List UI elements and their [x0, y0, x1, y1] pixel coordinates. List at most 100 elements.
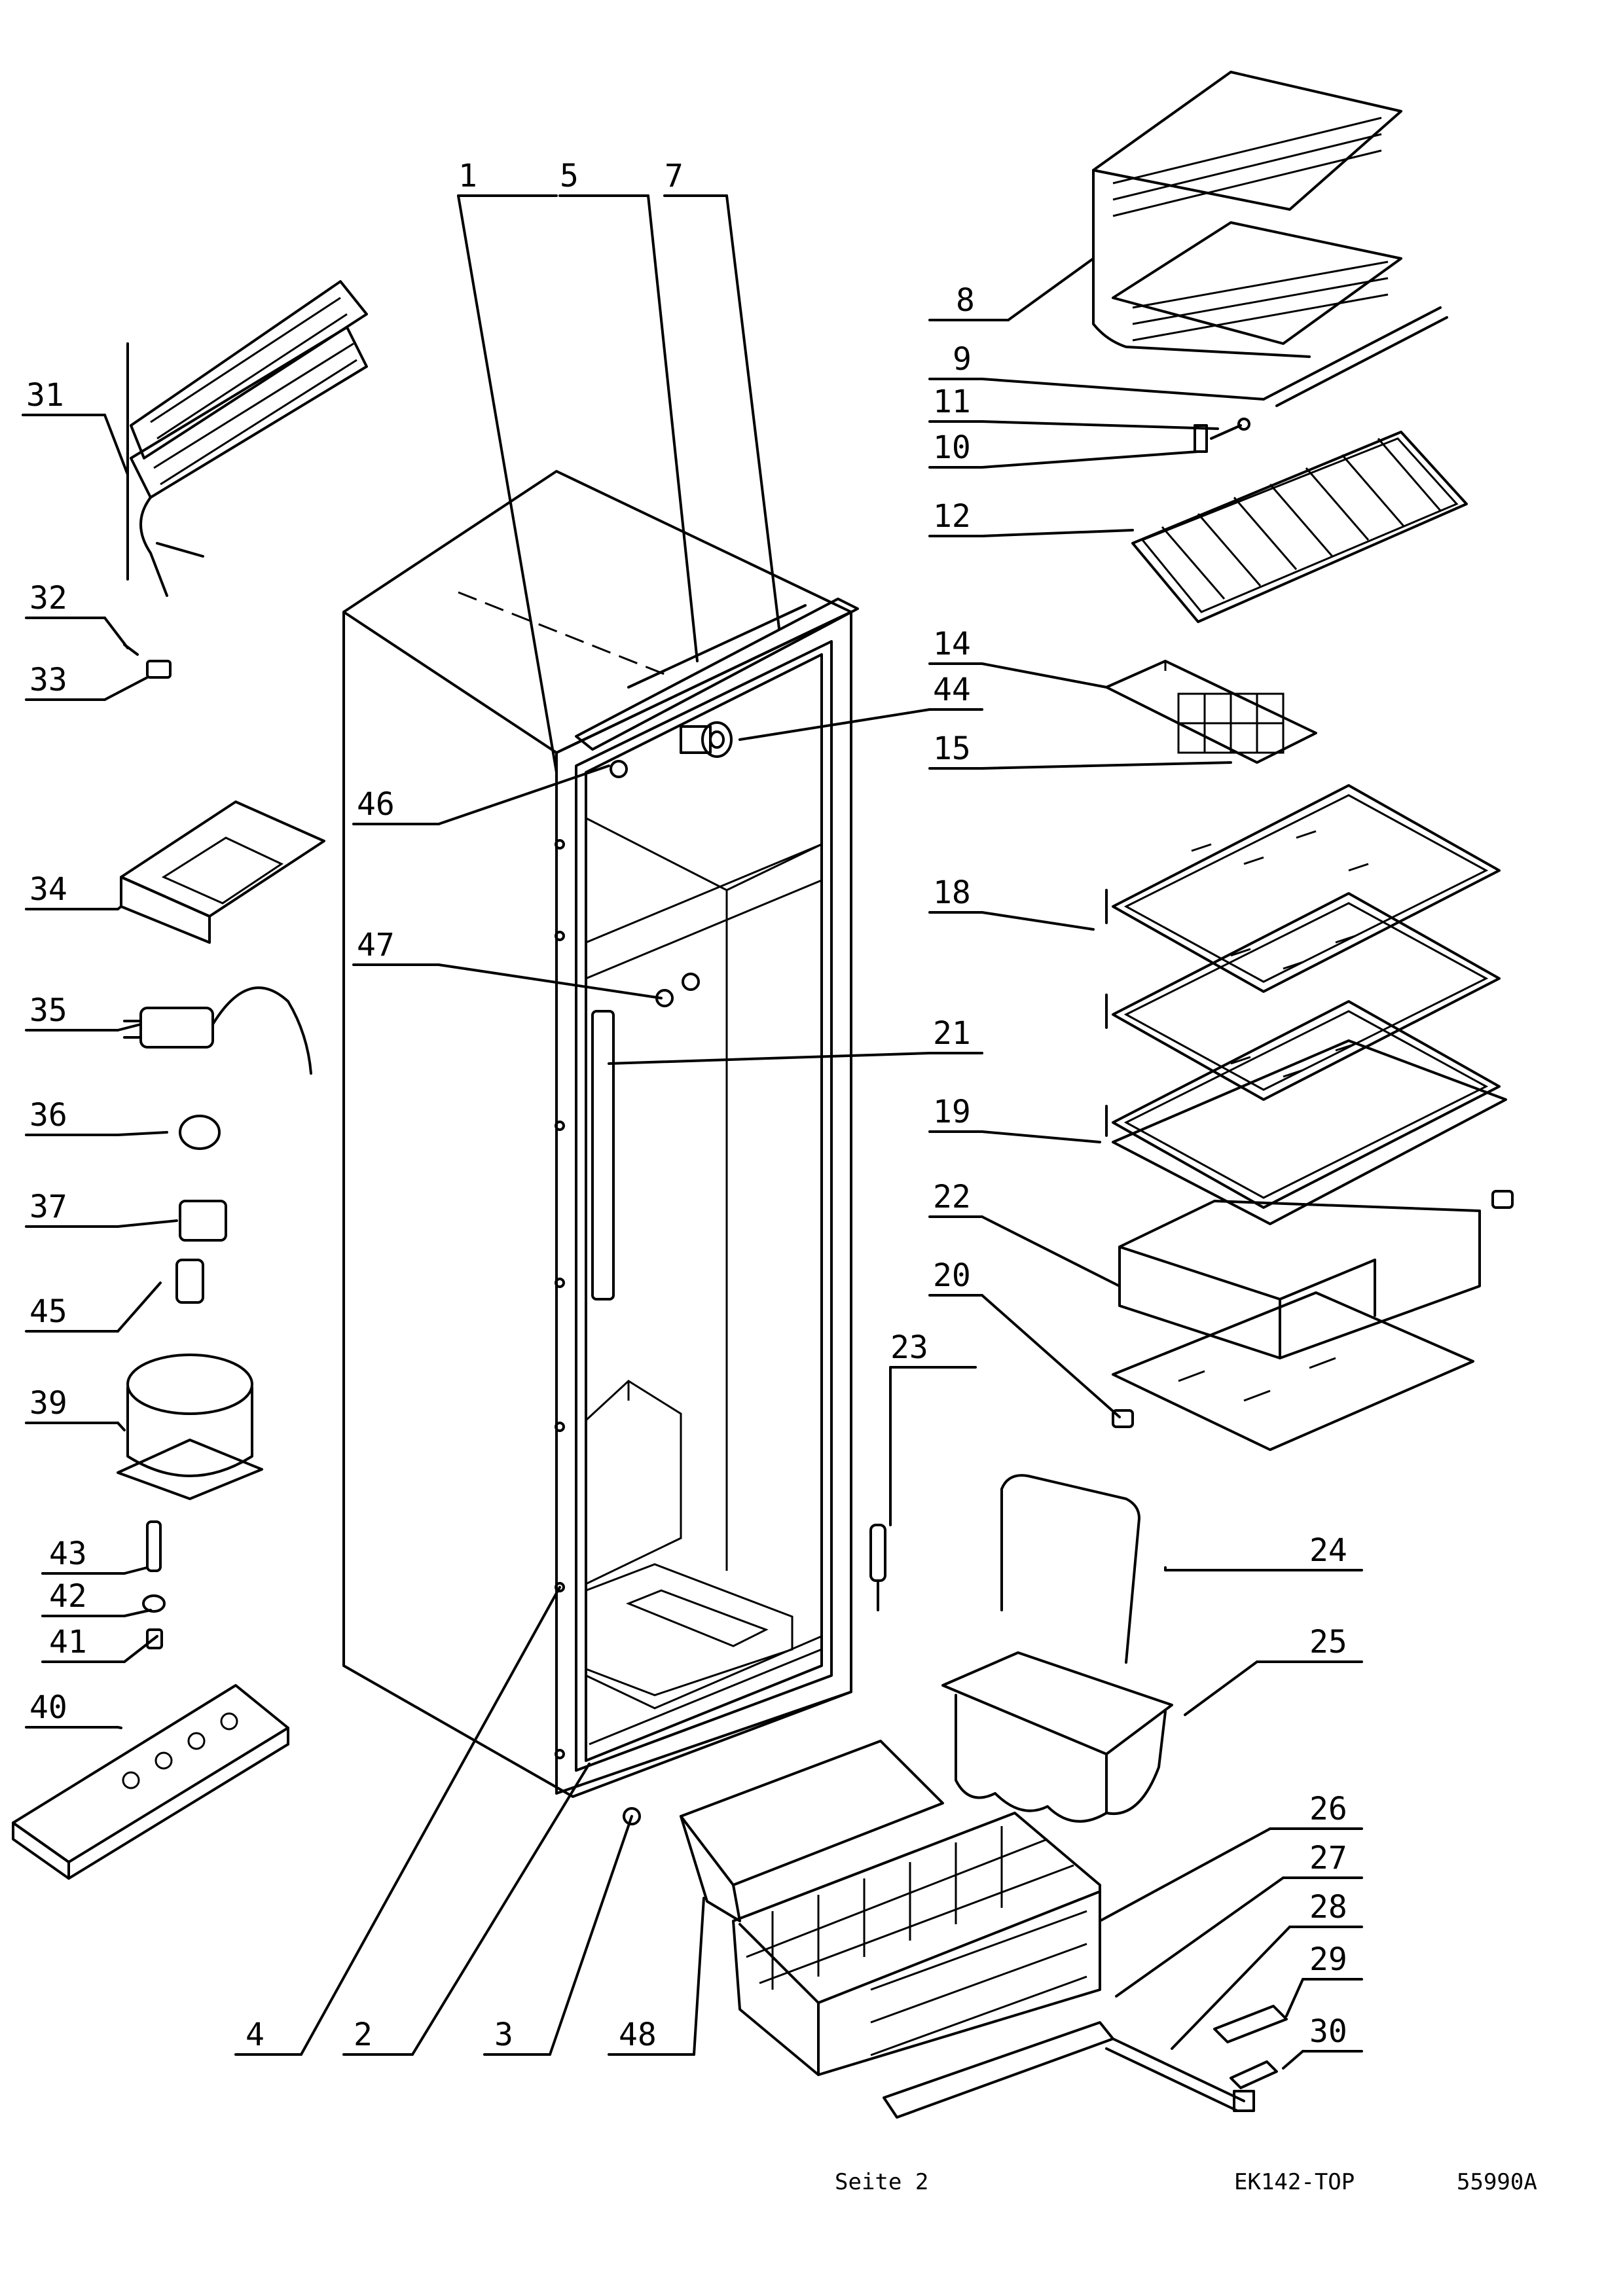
callout-leader-line: [123, 1635, 158, 1663]
callout-leader-line: [725, 194, 780, 630]
callout-14: 14: [928, 626, 1108, 689]
callout-number: 5: [560, 158, 579, 194]
callout-leader-line: [117, 1131, 168, 1136]
callout-leader-line: [981, 662, 1108, 689]
callout-leader-line: [693, 1897, 705, 2056]
ice-tray: [1105, 660, 1317, 764]
callout-leader-line: [739, 708, 931, 741]
callout-leader-line: [103, 617, 129, 649]
callout-35: 35: [25, 992, 142, 1031]
callout-4: 4: [234, 1586, 561, 2056]
callout-15: 15: [928, 730, 1232, 770]
callout-number: 47: [357, 927, 395, 963]
callout-number: 30: [1309, 2013, 1347, 2050]
callout-number: 34: [29, 871, 67, 908]
callout-43: 43: [41, 1535, 149, 1575]
callout-34: 34: [25, 871, 122, 910]
callout-31: 31: [22, 377, 129, 476]
callout-number: 8: [956, 282, 975, 319]
callout-number: 35: [29, 992, 67, 1029]
freezer-basket: [680, 1740, 1255, 2119]
callout-number: 15: [933, 730, 971, 767]
callout-leader-line: [549, 1815, 633, 2056]
callout-number: 36: [29, 1097, 67, 1134]
callout-number: 1: [458, 158, 477, 194]
crisper-drawers: [1112, 1190, 1514, 1451]
callout-47: 47: [352, 927, 663, 999]
callout-2: 2: [342, 1763, 591, 2056]
callout-28: 28: [1171, 1889, 1363, 2050]
callout-leader-line: [123, 1609, 152, 1617]
callout-number: 45: [29, 1293, 67, 1330]
callout-leader-line: [981, 420, 1219, 430]
callout-12: 12: [928, 498, 1134, 537]
callout-number: 18: [933, 874, 971, 911]
callout-40: 40: [25, 1689, 122, 1729]
door-stop-pin: [869, 1524, 886, 1611]
cabinet-body: [342, 470, 859, 1825]
callout-number: 22: [933, 1179, 971, 1215]
callout-11: 11: [928, 384, 1219, 430]
callout-leader-line: [411, 1763, 591, 2056]
callout-number: 24: [1309, 1532, 1347, 1569]
callout-leader-line: [457, 194, 558, 774]
callout-leader-line: [117, 905, 122, 910]
callout-number: 29: [1309, 1941, 1347, 1978]
callout-leader-line: [437, 963, 663, 999]
callout-leader-line: [981, 450, 1199, 469]
callout-leader-line: [981, 761, 1232, 770]
callout-45: 45: [25, 1282, 162, 1333]
callout-8: 8: [928, 257, 1095, 321]
callout-number: 2: [354, 2017, 373, 2053]
callout-number: 21: [933, 1015, 971, 1052]
callout-leader-line: [981, 1294, 1121, 1418]
callout-leader-line: [608, 1052, 931, 1065]
callout-number: 28: [1309, 1889, 1347, 1926]
callout-leader-line: [981, 378, 1265, 401]
callout-number: 31: [26, 377, 64, 414]
callout-leader-line: [981, 1130, 1101, 1143]
callout-number: 7: [665, 158, 684, 194]
callout-leader-line: [117, 1219, 178, 1228]
callout-3: 3: [483, 1815, 633, 2056]
callout-9: 9: [928, 341, 1265, 401]
callout-27: 27: [1115, 1840, 1363, 1998]
callout-leader-line: [647, 194, 699, 662]
callout-26: 26: [1099, 1791, 1363, 1922]
callout-leader-line: [117, 1422, 126, 1431]
evaporator-coil: [1092, 71, 1448, 407]
callout-leader-line: [1184, 1660, 1258, 1716]
condenser-coil: [126, 280, 368, 597]
callout-32: 32: [25, 580, 129, 649]
callout-number: 12: [933, 498, 971, 535]
footer-code: 55990A: [1457, 2169, 1537, 2195]
callout-leader-line: [300, 1586, 561, 2056]
callout-36: 36: [25, 1097, 168, 1136]
clip-parts: [1194, 418, 1250, 453]
callout-leader-line: [981, 529, 1134, 537]
callout-44: 44: [739, 672, 983, 741]
callout-number: 26: [1309, 1791, 1347, 1827]
callout-number: 39: [29, 1385, 67, 1422]
callout-leader-line: [1285, 1978, 1304, 2017]
callout-number: 4: [246, 2017, 264, 2053]
callout-leader-line: [117, 1282, 162, 1333]
callout-39: 39: [25, 1385, 126, 1431]
callout-48: 48: [608, 1897, 705, 2056]
callout-leader-line: [103, 414, 129, 476]
callout-number: 9: [953, 341, 972, 378]
footer-model: EK142-TOP: [1234, 2169, 1355, 2195]
callout-number: 14: [933, 626, 971, 662]
callout-18: 18: [928, 874, 1095, 931]
callout-19: 19: [928, 1094, 1101, 1143]
callout-leader-line: [1099, 1827, 1271, 1922]
callout-leader-line: [1007, 257, 1095, 321]
callout-20: 20: [928, 1257, 1121, 1418]
footer-page: Seite 2: [835, 2169, 928, 2195]
callout-leader-line: [117, 1023, 142, 1031]
callout-1: 1: [457, 158, 558, 774]
callout-number: 43: [49, 1535, 87, 1572]
callout-number: 37: [29, 1189, 67, 1225]
callout-number: 46: [357, 786, 395, 823]
